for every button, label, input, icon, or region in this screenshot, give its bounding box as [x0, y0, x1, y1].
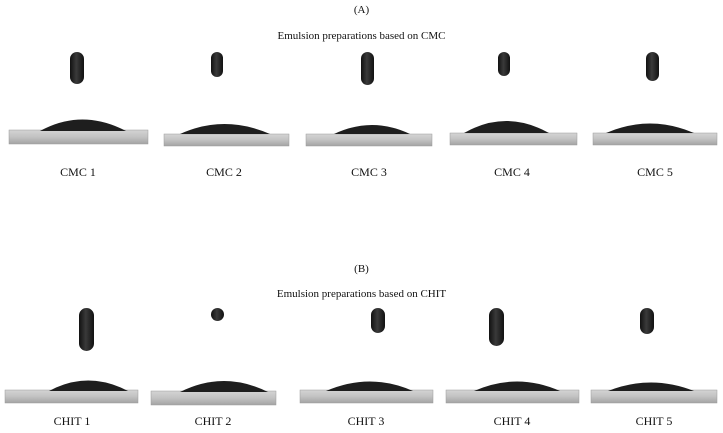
substrate — [150, 390, 277, 406]
sample-cmc-1 — [8, 52, 149, 145]
sample-cmc-4 — [449, 52, 578, 146]
caption-chit-2: CHIT 2 — [194, 414, 232, 428]
panel-a-title: Emulsion preparations based on CMC — [277, 30, 446, 42]
substrate — [592, 132, 718, 146]
substrate — [4, 389, 139, 404]
droplet — [326, 381, 413, 391]
needle — [211, 308, 224, 321]
needle — [498, 52, 510, 76]
sample-chit-3 — [299, 308, 434, 404]
caption-chit-4: CHIT 4 — [493, 414, 531, 428]
substrate — [590, 389, 718, 404]
caption-cmc-2: CMC 2 — [206, 165, 242, 179]
panel-b-title: Emulsion preparations based on CHIT — [276, 288, 447, 300]
sample-cmc-2 — [163, 52, 290, 147]
needle — [646, 52, 659, 81]
sample-cmc-3 — [305, 52, 433, 147]
droplet — [608, 382, 694, 391]
droplet — [474, 381, 560, 391]
caption-cmc-3: CMC 3 — [351, 165, 387, 179]
caption-cmc-4: CMC 4 — [494, 165, 530, 179]
sample-cmc-5 — [592, 52, 718, 146]
droplet — [464, 121, 549, 133]
caption-chit-1: CHIT 1 — [53, 414, 91, 428]
substrate — [8, 129, 149, 145]
needle — [489, 308, 504, 346]
droplet — [180, 381, 268, 392]
caption-cmc-1: CMC 1 — [60, 165, 96, 179]
sample-chit-1 — [4, 308, 139, 404]
substrate — [299, 389, 434, 404]
needle — [79, 308, 94, 351]
sample-chit-4 — [445, 308, 580, 404]
droplet — [334, 125, 410, 134]
droplet — [40, 119, 126, 131]
caption-chit-3: CHIT 3 — [347, 414, 385, 428]
droplet — [180, 124, 270, 134]
droplet — [49, 380, 128, 391]
needle — [640, 308, 654, 334]
panel-a-letter: (A) — [353, 4, 370, 16]
needle — [70, 52, 84, 84]
substrate — [449, 132, 578, 146]
needle — [211, 52, 223, 77]
needle — [361, 52, 374, 85]
caption-cmc-5: CMC 5 — [637, 165, 673, 179]
sample-chit-2 — [150, 308, 277, 406]
droplet — [606, 123, 694, 133]
caption-chit-5: CHIT 5 — [635, 414, 673, 428]
needle — [371, 308, 385, 333]
sample-chit-5 — [590, 308, 718, 404]
substrate — [445, 389, 580, 404]
substrate — [163, 133, 290, 147]
substrate — [305, 133, 433, 147]
panel-b-letter: (B) — [354, 263, 369, 275]
